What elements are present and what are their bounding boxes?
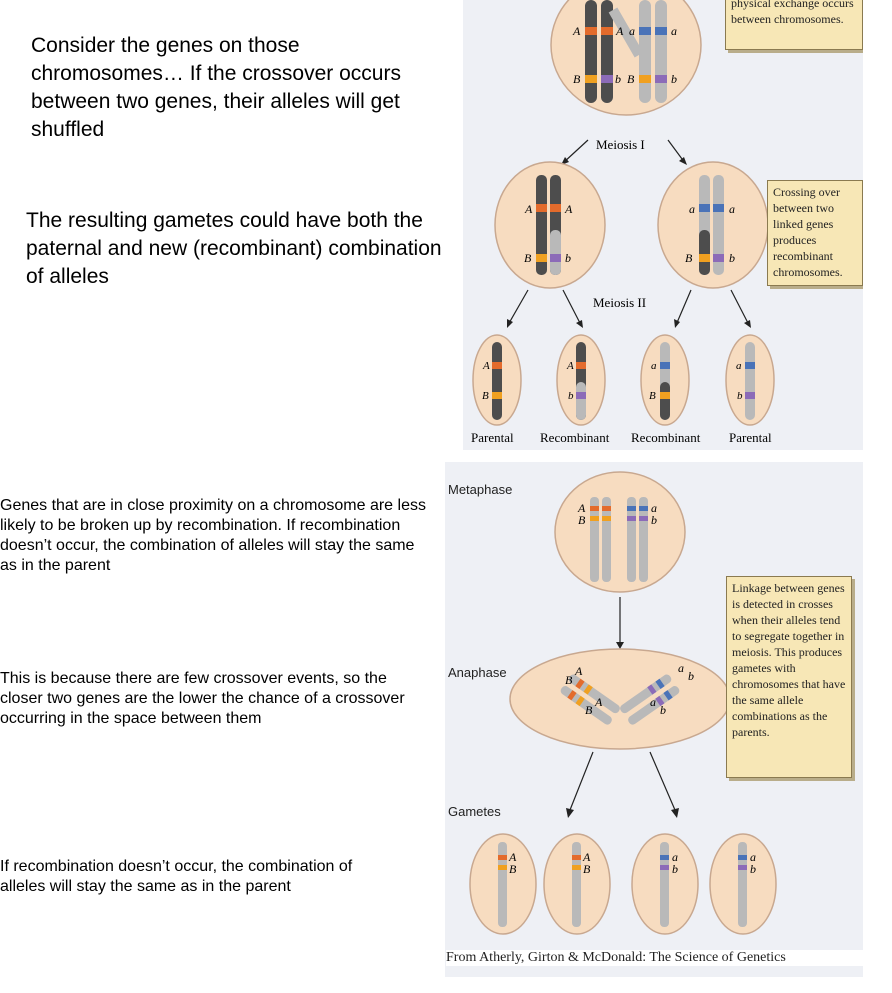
svg-text:a: a	[650, 695, 656, 709]
svg-text:a: a	[651, 360, 657, 372]
anaphase-label: Anaphase	[448, 665, 507, 680]
gamete-label-recombinant: Recombinant	[540, 430, 610, 445]
meiosis2-label: Meiosis II	[593, 295, 646, 310]
allele-label: A	[524, 202, 533, 216]
svg-text:B: B	[649, 390, 656, 402]
svg-text:b: b	[568, 390, 574, 402]
svg-text:A: A	[577, 501, 586, 515]
svg-text:B: B	[585, 703, 593, 717]
allele-label: a	[671, 24, 677, 38]
allele-label: B	[573, 72, 581, 86]
allele-label: B	[627, 72, 635, 86]
svg-text:A: A	[508, 850, 517, 864]
gametes-label: Gametes	[448, 804, 501, 819]
meiosis-crossover-figure: A A a a B b B b Meiosis I A A B b	[463, 0, 863, 450]
meiosis1-label: Meiosis I	[596, 137, 645, 152]
svg-text:B: B	[509, 862, 517, 876]
svg-text:A: A	[482, 360, 490, 372]
allele-label: A	[564, 202, 573, 216]
linkage-figure: Metaphase Anaphase Gametes A B a b	[445, 462, 863, 977]
allele-label: b	[615, 72, 621, 86]
linkage-diagram: A B a b B A B A a b a b	[469, 471, 777, 935]
svg-text:b: b	[651, 513, 657, 527]
allele-label: A	[572, 24, 581, 38]
svg-text:b: b	[750, 862, 756, 876]
top-text-para2: The resulting gametes could have both th…	[26, 209, 442, 288]
source-citation: From Atherly, Girton & McDonald: The Sci…	[446, 950, 863, 966]
allele-label: a	[729, 202, 735, 216]
allele-label: B	[685, 251, 693, 265]
svg-text:B: B	[583, 862, 591, 876]
svg-text:b: b	[660, 703, 666, 717]
anaphase-cell	[509, 648, 731, 750]
svg-text:a: a	[672, 850, 678, 864]
svg-text:B: B	[482, 390, 489, 402]
svg-text:B: B	[578, 513, 586, 527]
svg-text:a: a	[736, 360, 742, 372]
svg-text:A: A	[594, 695, 603, 709]
svg-text:a: a	[750, 850, 756, 864]
gamete-label-recombinant: Recombinant	[631, 430, 701, 445]
bottom-text-para2: This is because there are few crossover …	[0, 670, 405, 727]
allele-label: a	[629, 24, 635, 38]
svg-text:A: A	[582, 850, 591, 864]
caption-crossing-over: Crossing over between two linked genes p…	[767, 180, 863, 286]
bottom-text-para3: If recombination doesn’t occur, the comb…	[0, 858, 353, 895]
meiosis-crossover-diagram: A A a a B b B b Meiosis I A A B b	[471, 0, 775, 445]
allele-label: b	[671, 72, 677, 86]
allele-label: b	[729, 251, 735, 265]
allele-label: a	[689, 202, 695, 216]
svg-text:a: a	[651, 501, 657, 515]
svg-text:A: A	[566, 360, 574, 372]
bottom-text-para1: Genes that are in close proximity on a c…	[0, 497, 426, 574]
allele-label: A	[615, 24, 624, 38]
caption-exchange: physical exchange occurs between chromos…	[725, 0, 863, 50]
gamete-label-parental: Parental	[471, 430, 514, 445]
gamete-label-parental: Parental	[729, 430, 772, 445]
svg-text:A: A	[574, 664, 583, 678]
svg-text:b: b	[672, 862, 678, 876]
metaphase-cell	[554, 471, 686, 593]
allele-label: b	[565, 251, 571, 265]
allele-label: B	[524, 251, 532, 265]
svg-text:B: B	[565, 673, 573, 687]
caption-linkage: Linkage between genes is detected in cro…	[726, 576, 852, 778]
top-text-para1: Consider the genes on those chromosomes……	[31, 34, 401, 141]
svg-text:a: a	[678, 661, 684, 675]
metaphase-label: Metaphase	[448, 482, 513, 497]
parent-cell	[550, 0, 702, 116]
svg-text:b: b	[737, 390, 743, 402]
svg-text:b: b	[688, 669, 694, 683]
